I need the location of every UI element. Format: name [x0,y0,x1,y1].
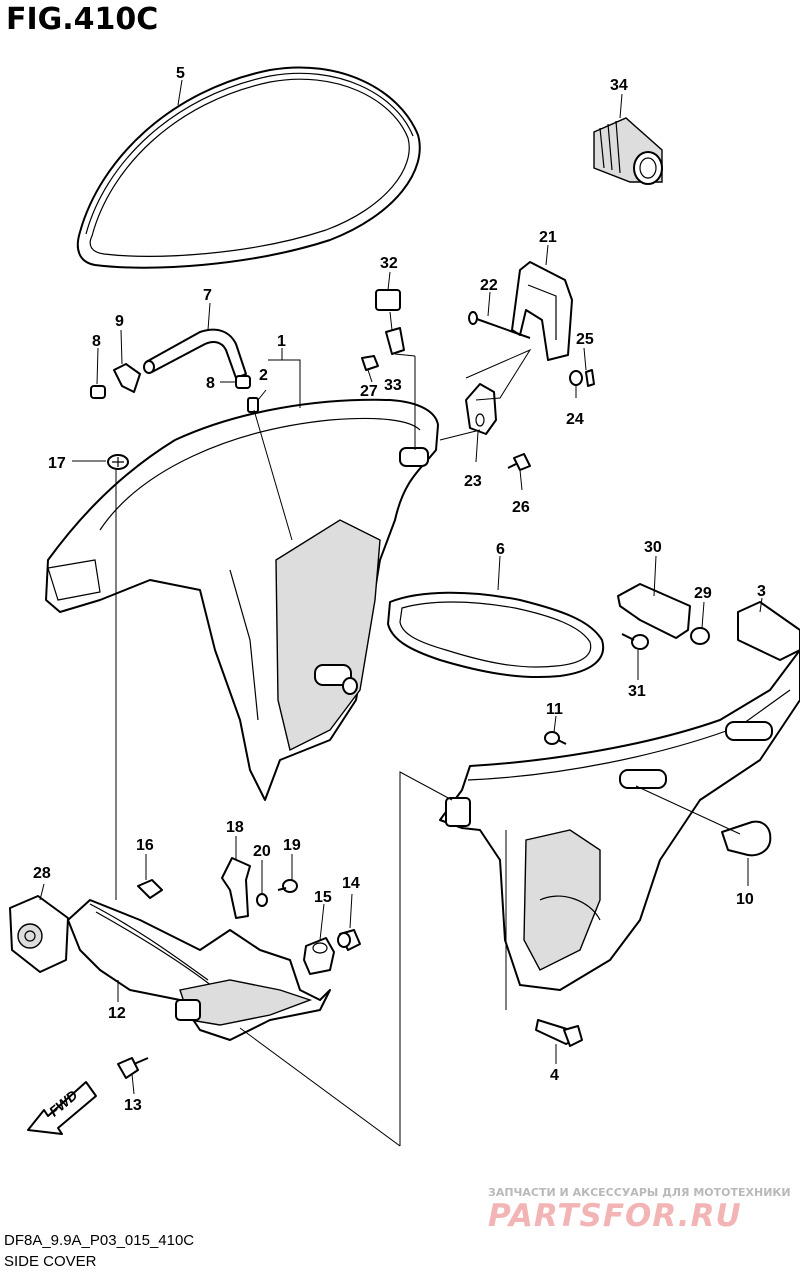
part-33-plate[interactable] [385,327,405,355]
watermark-tagline: ЗАПЧАСТИ И АКСЕССУАРЫ ДЛЯ МОТОТЕХНИКИ [488,1186,791,1199]
callout-10: 10 [736,891,754,908]
callout-6: 6 [496,541,505,558]
callout-19: 19 [283,837,301,854]
callout-15: 15 [314,889,332,906]
callout-3: 3 [757,583,766,600]
part-27-nut[interactable] [361,355,379,371]
callout-11: 11 [546,701,563,718]
part-7-hose[interactable] [143,328,247,379]
diagram-code: DF8A_9.9A_P03_015_410C [4,1232,195,1249]
callout-2: 2 [259,367,268,384]
part-8-clip-b[interactable] [235,375,251,389]
part-32-cushion[interactable] [375,289,401,311]
callout-12: 12 [108,1005,126,1022]
callout-20: 20 [253,843,271,860]
callout-22: 22 [480,277,498,294]
callout-30: 30 [644,539,662,556]
part-4-bolt[interactable] [535,1019,583,1047]
callout-33: 33 [384,377,402,394]
part-12-lower-mount[interactable] [67,899,331,1041]
callout-28: 28 [33,865,51,882]
callout-14: 14 [342,875,360,892]
fwd-arrow: FWD [27,1081,97,1135]
callout-18: 18 [226,819,244,836]
part-31-screw[interactable] [621,633,649,650]
part-15-bushing[interactable] [303,937,335,975]
callout-21: 21 [539,229,557,246]
part-21-lever[interactable] [511,261,573,361]
part-34-grommet[interactable] [593,117,663,185]
part-6-gasket[interactable] [387,591,605,679]
callout-25: 25 [576,331,594,348]
diagram-name: SIDE COVER [4,1253,97,1270]
part-1-side-cover-left[interactable] [45,398,439,801]
callout-13: 13 [124,1097,142,1114]
part-25-pin[interactable] [585,369,595,387]
part-18-bracket[interactable] [221,857,251,919]
part-24-washer[interactable] [569,370,583,386]
part-19-screw[interactable] [277,879,298,893]
part-11-screw[interactable] [544,731,567,745]
figure-title: FIG.410C [6,2,159,37]
part-22-bolt[interactable] [468,311,531,339]
part-29-grommet[interactable] [690,627,710,645]
callout-34: 34 [610,77,628,94]
callout-23: 23 [464,473,482,490]
part-3-side-cover-right[interactable] [439,601,800,991]
callout-7: 7 [203,287,212,304]
part-10-grommet[interactable] [721,820,772,857]
part-23-bracket[interactable] [465,383,497,435]
part-9-clip[interactable] [113,363,141,393]
watermark-logo: PARTSFOR.RU [488,1198,742,1234]
callout-1: 1 [277,333,286,350]
part-20-washer[interactable] [256,893,268,907]
callout-17: 17 [48,455,66,472]
callout-8-top: 8 [92,333,101,350]
callout-26: 26 [512,499,530,516]
callout-27: 27 [360,383,378,400]
callout-4: 4 [550,1067,559,1084]
part-8-clip-a[interactable] [90,385,106,399]
callout-5: 5 [176,65,185,82]
part-30-bracket[interactable] [617,583,691,639]
part-28-mount-rubber[interactable] [9,895,69,973]
callout-31: 31 [628,683,646,700]
part-14-collar[interactable] [337,929,361,951]
leader-lines [39,79,763,1147]
callout-24: 24 [566,411,584,428]
part-5-seal-ring[interactable] [76,66,421,269]
part-13-bolt[interactable] [117,1057,149,1079]
callout-32: 32 [380,255,398,272]
part-26-bolt[interactable] [507,453,531,471]
callout-9: 9 [115,313,124,330]
part-16-nut[interactable] [137,879,163,899]
callout-8-mid: 8 [206,375,215,392]
callout-16: 16 [136,837,154,854]
callouts: 5 34 21 32 22 7 9 1 25 8 2 8 27 33 24 17… [33,65,766,1114]
part-2-nipple[interactable] [247,397,259,413]
callout-29: 29 [694,585,712,602]
part-17-screw[interactable] [107,454,129,470]
